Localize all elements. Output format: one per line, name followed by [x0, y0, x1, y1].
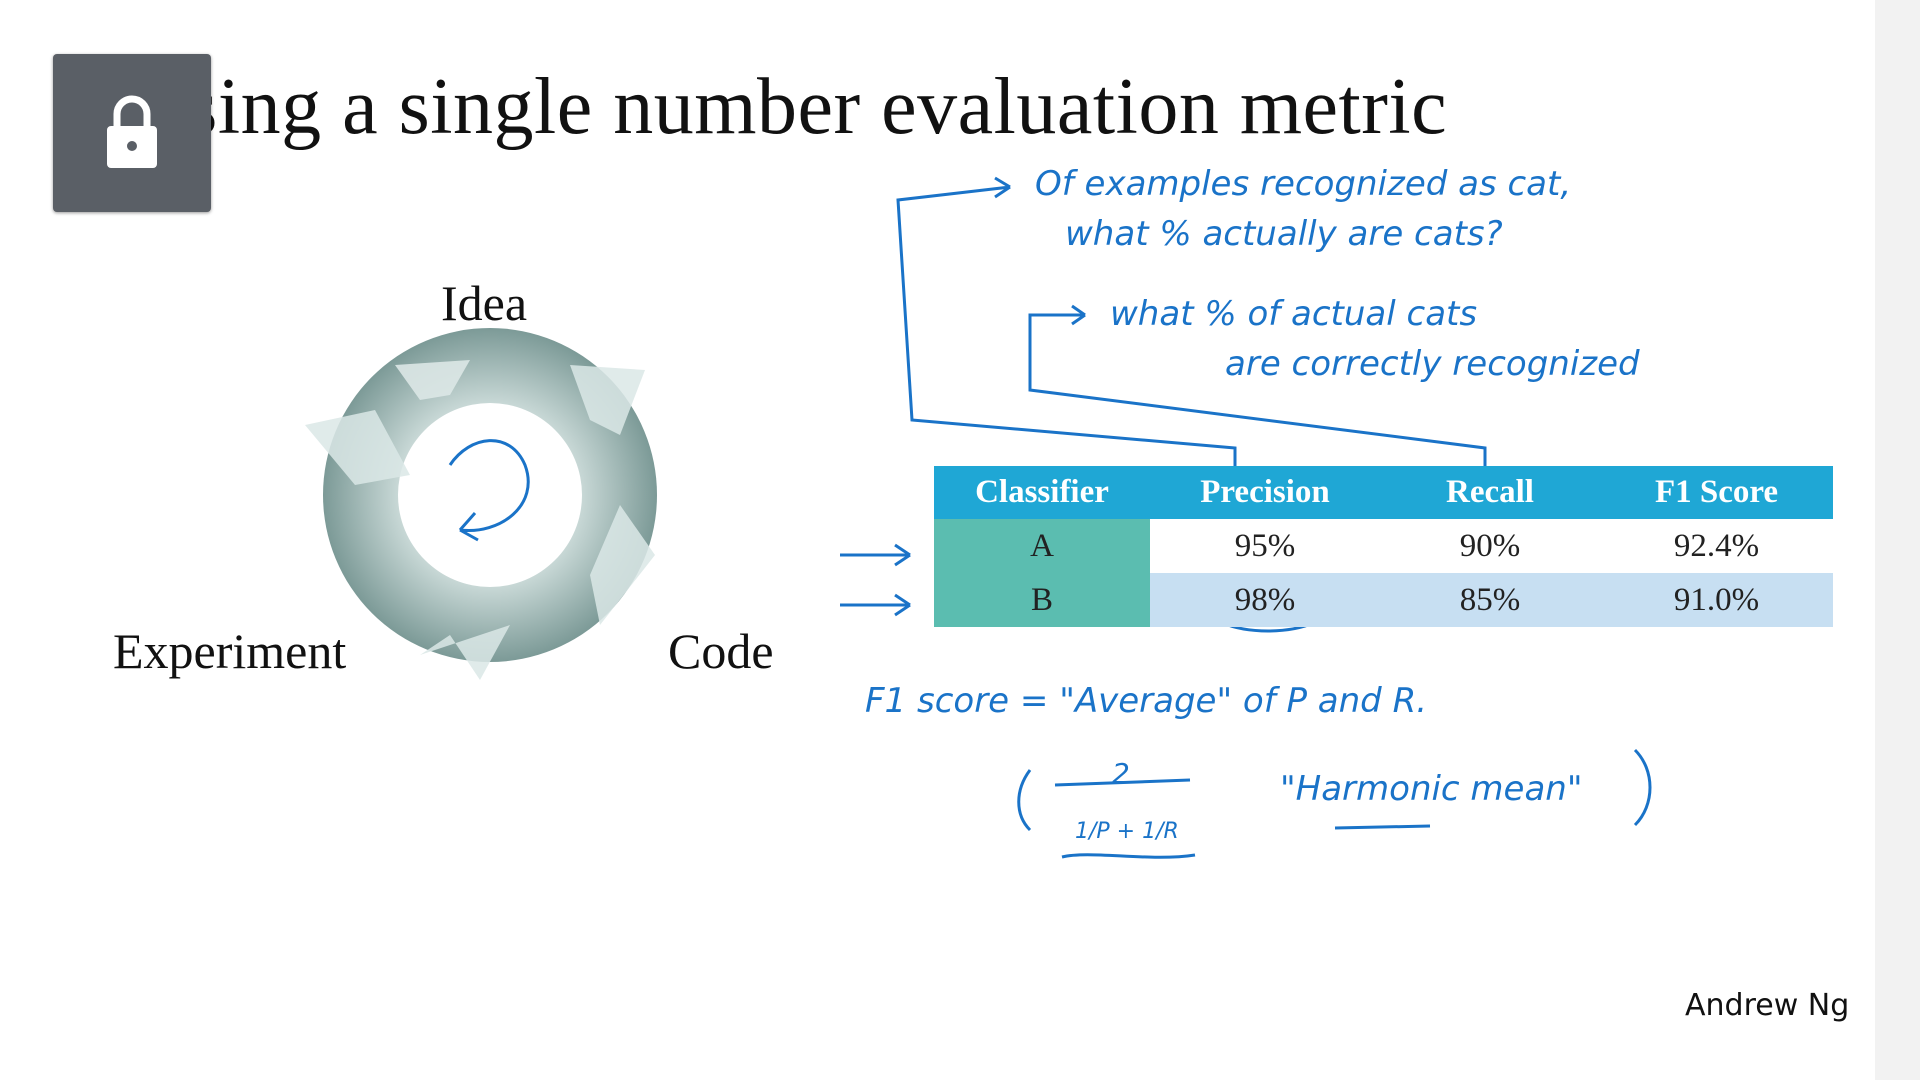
recall-pointer-line [1028, 304, 1487, 467]
lock-button[interactable] [53, 54, 211, 212]
cell-classifier: B [934, 573, 1150, 627]
header-f1-score: F1 Score [1600, 466, 1833, 519]
cycle-label-code: Code [668, 623, 774, 679]
cycle-arrow-4 [420, 625, 510, 680]
table-row: B 98% 85% 91.0% [934, 573, 1833, 627]
table-header-row: Classifier Precision Recall F1 Score [934, 466, 1833, 519]
slide: Using a single number evaluation metric … [113, 63, 1850, 1023]
cycle-label-idea: Idea [441, 275, 528, 331]
cycle-diagram [305, 328, 657, 680]
f1-formula-note: F1 score = "Average" of P and R. [865, 681, 1427, 721]
precision-note-line1: Of examples recognized as cat, [1035, 164, 1571, 204]
cycle-arrow-1 [395, 360, 470, 400]
table-row: A 95% 90% 92.4% [934, 519, 1833, 573]
recall-note-line1: what % of actual cats [1110, 294, 1477, 334]
fraction-denominator: 1/P + 1/R [1075, 819, 1179, 844]
harmonic-underline [1334, 824, 1431, 830]
header-precision: Precision [1150, 466, 1380, 519]
recall-note-line2: are correctly recognized [1225, 344, 1640, 384]
fraction-underline [1061, 853, 1196, 859]
cycle-label-experiment: Experiment [113, 623, 347, 679]
cycle-arrow-3 [590, 505, 655, 625]
row-b-arrow [840, 593, 911, 617]
cycle-arrow-5 [305, 410, 410, 485]
handwritten-annotations: Of examples recognized as cat, what % ac… [840, 164, 1652, 859]
slide-title: Using a single number evaluation metric [128, 63, 1448, 151]
cell-f1: 91.0% [1600, 573, 1833, 627]
cell-precision: 95% [1150, 519, 1380, 573]
row-a-arrow [840, 543, 911, 567]
left-paren [1017, 769, 1032, 832]
metrics-table: Classifier Precision Recall F1 Score A 9… [934, 466, 1833, 627]
lock-icon [107, 95, 157, 168]
cell-recall: 90% [1380, 519, 1600, 573]
cycle-ring-hole [398, 403, 582, 587]
right-edge-bar [1875, 0, 1920, 1080]
right-paren [1633, 748, 1652, 827]
author-name: Andrew Ng [1685, 988, 1850, 1023]
precision-pointer-line [896, 176, 1237, 467]
cell-recall: 85% [1380, 573, 1600, 627]
header-recall: Recall [1380, 466, 1600, 519]
cell-classifier: A [934, 519, 1150, 573]
harmonic-mean-note: "Harmonic mean" [1280, 769, 1583, 809]
cell-precision: 98% [1150, 573, 1380, 627]
header-classifier: Classifier [934, 466, 1150, 519]
cell-f1: 92.4% [1600, 519, 1833, 573]
fraction-numerator: 2 [1112, 757, 1130, 790]
precision-note-line2: what % actually are cats? [1065, 214, 1503, 254]
fraction-bar [1054, 778, 1191, 787]
cycle-center-loop [448, 439, 530, 542]
cycle-arrow-2 [570, 365, 645, 435]
